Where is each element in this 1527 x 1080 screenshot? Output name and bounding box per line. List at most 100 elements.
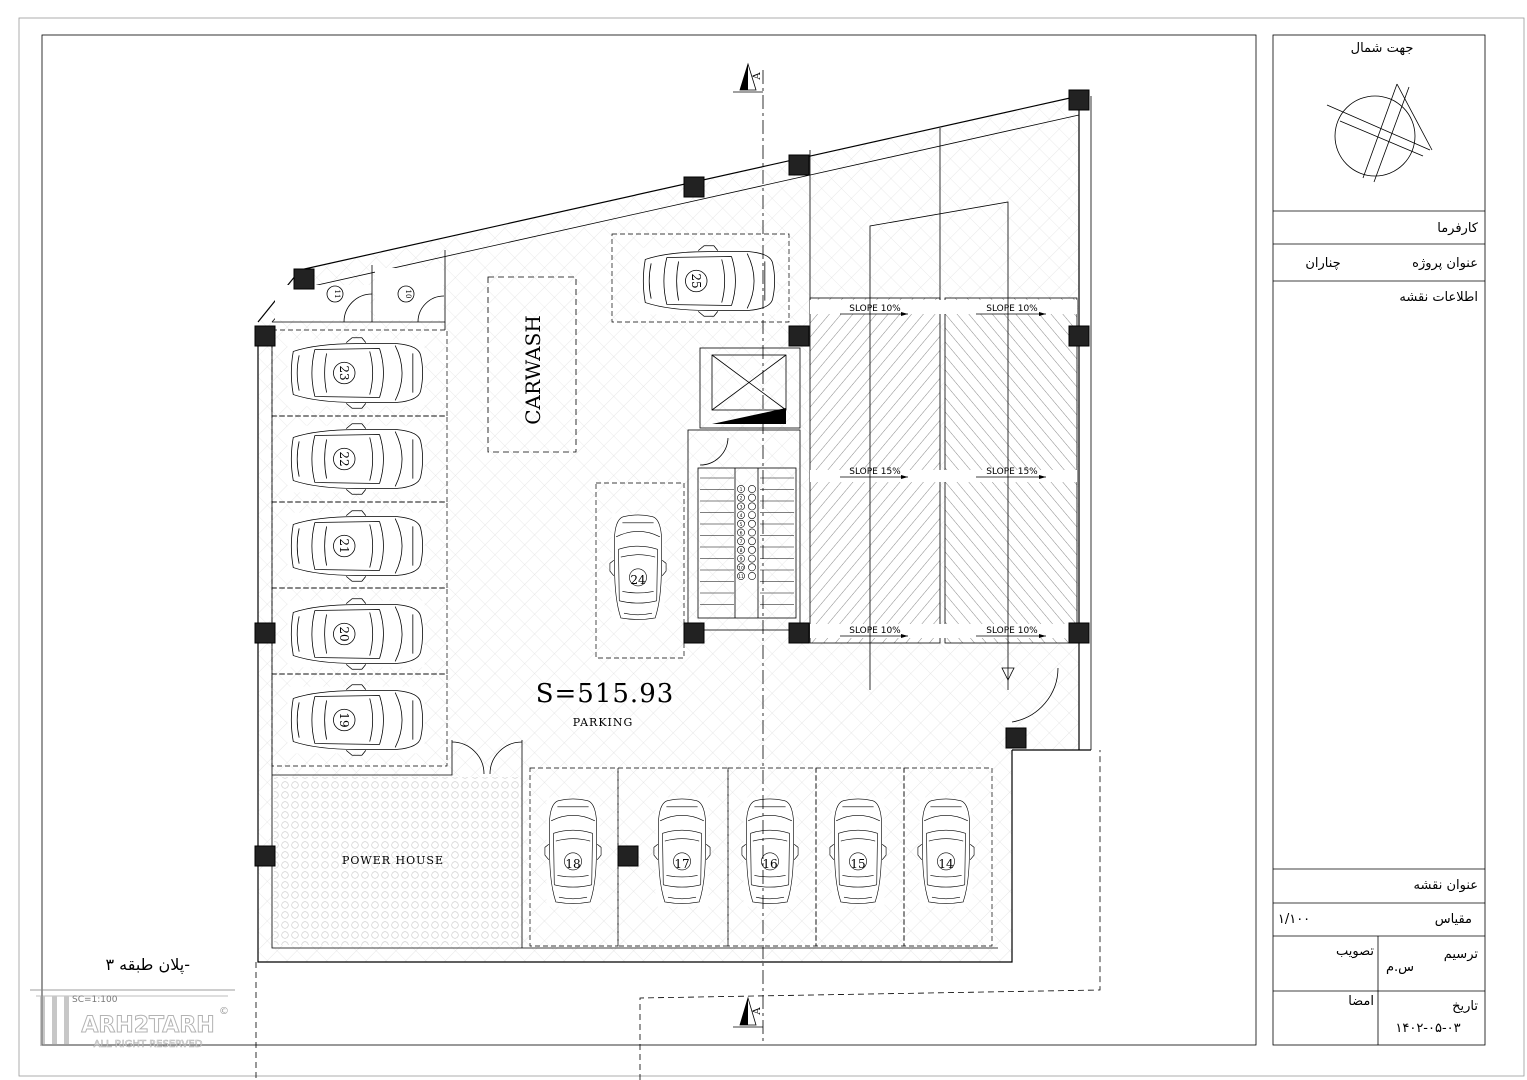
north-arrow-icon bbox=[1326, 83, 1433, 183]
project-label: عنوان پروژه bbox=[1412, 256, 1478, 271]
watermark-brand: ARH2TARH bbox=[81, 1013, 214, 1038]
map-info-label: اطلاعات نقشه bbox=[1399, 290, 1478, 305]
drawing-title-label: عنوان نقشه bbox=[1414, 878, 1478, 893]
slope-label: SLOPE 10% bbox=[986, 626, 1038, 636]
parking-bay bbox=[271, 501, 448, 589]
watermark-rights: ALL RIGHT RESERVED bbox=[94, 1039, 203, 1050]
structural-column bbox=[293, 268, 315, 290]
structural-column bbox=[683, 622, 705, 644]
power-house-label: POWER HOUSE bbox=[342, 854, 444, 867]
slope-label: SLOPE 10% bbox=[849, 304, 901, 314]
section-mark-bottom bbox=[733, 996, 763, 1028]
slope-label: SLOPE 10% bbox=[849, 626, 901, 636]
parking-bay bbox=[903, 767, 993, 947]
parking-space-number: 25 bbox=[689, 273, 703, 288]
section-mark-top-label: A bbox=[752, 72, 763, 81]
car-symbol bbox=[287, 684, 425, 756]
stair-step-number: 3 bbox=[740, 504, 743, 510]
date-label: تاریخ bbox=[1452, 999, 1478, 1014]
car-symbol bbox=[639, 245, 777, 317]
drawing-frame bbox=[41, 34, 1257, 1046]
title-block bbox=[1272, 34, 1486, 1046]
parking-space-number: 19 bbox=[337, 712, 351, 727]
section-mark-top bbox=[733, 62, 763, 93]
storage-number: 11 bbox=[333, 290, 341, 299]
car-symbol bbox=[917, 797, 975, 907]
stair-step-number: 7 bbox=[740, 539, 743, 545]
slope-label: SLOPE 10% bbox=[986, 304, 1038, 314]
plan-title: پلان طبقه ۳- bbox=[105, 955, 190, 975]
area-label: S=515.93 bbox=[536, 679, 675, 709]
stair-step-number: 5 bbox=[740, 522, 743, 528]
stair-step-number: 6 bbox=[740, 531, 743, 537]
parking-bay bbox=[271, 329, 448, 417]
stair-step-number: 2 bbox=[740, 496, 743, 502]
stair-step-number: 1 bbox=[740, 487, 743, 493]
parking-bay bbox=[611, 233, 790, 323]
structural-column bbox=[788, 154, 810, 176]
parking-space-number: 21 bbox=[337, 538, 351, 553]
parking-bay bbox=[271, 673, 448, 767]
structural-column bbox=[683, 176, 705, 198]
carwash-label: CARWASH bbox=[521, 315, 545, 425]
stair-step-number: 9 bbox=[740, 557, 743, 563]
car-symbol bbox=[609, 513, 667, 623]
outer-frame bbox=[18, 17, 1525, 1077]
power-house-floor bbox=[274, 777, 520, 945]
structural-column bbox=[1068, 325, 1090, 347]
scale-value: ۱/۱۰۰ bbox=[1278, 912, 1310, 927]
parking-space-number: 22 bbox=[337, 451, 351, 466]
plan-scale-note: SC=1:100 bbox=[72, 995, 118, 1005]
parking-space-number: 14 bbox=[938, 857, 954, 871]
structural-column bbox=[254, 845, 276, 867]
drawn-label: ترسیم bbox=[1444, 947, 1479, 962]
slope-label: SLOPE 15% bbox=[986, 467, 1038, 477]
stair-step-number: 8 bbox=[740, 548, 743, 554]
car-symbol bbox=[544, 797, 602, 907]
car-symbol bbox=[287, 337, 425, 409]
structural-column bbox=[254, 622, 276, 644]
watermark-logo bbox=[30, 989, 235, 1046]
stair-step-number: 11 bbox=[738, 574, 744, 580]
parking-bay bbox=[271, 587, 448, 675]
parking-space-number: 18 bbox=[565, 857, 580, 871]
parking-space-number: 15 bbox=[850, 857, 865, 871]
scale-label: مقیاس bbox=[1435, 912, 1472, 927]
car-symbol bbox=[829, 797, 887, 907]
parking-label: PARKING bbox=[573, 716, 634, 729]
structural-column bbox=[788, 622, 810, 644]
parking-space-number: 23 bbox=[337, 365, 351, 380]
car-symbol bbox=[287, 510, 425, 582]
car-symbol bbox=[653, 797, 711, 907]
stair-step-number: 4 bbox=[740, 513, 743, 519]
storage-number: 10 bbox=[404, 290, 412, 299]
sign-label: امضا bbox=[1348, 994, 1374, 1009]
slope-label: SLOPE 15% bbox=[849, 467, 901, 477]
structural-column bbox=[1068, 89, 1090, 111]
car-symbol bbox=[287, 423, 425, 495]
car-symbol bbox=[741, 797, 799, 907]
car-symbol bbox=[287, 598, 425, 670]
parking-space-number: 17 bbox=[674, 857, 689, 871]
parking-space-number: 20 bbox=[337, 626, 351, 641]
parking-space-number: 16 bbox=[762, 857, 777, 871]
section-mark-bottom-label: A bbox=[752, 1007, 763, 1016]
parking-bay bbox=[271, 415, 448, 503]
elevator-shaft bbox=[699, 347, 801, 429]
carwash-area bbox=[487, 276, 577, 453]
structural-column bbox=[254, 325, 276, 347]
north-label: جهت شمال bbox=[1351, 41, 1414, 56]
stair-step-number: 10 bbox=[738, 565, 744, 571]
project-value: چناران bbox=[1305, 256, 1340, 271]
date-value: ۱۴۰۲-۰۵-۰۳ bbox=[1395, 1021, 1460, 1036]
client-label: کارفرما bbox=[1437, 221, 1479, 236]
parking-bay bbox=[595, 482, 685, 659]
parking-space-number: 24 bbox=[630, 573, 646, 587]
structural-column bbox=[788, 325, 810, 347]
watermark-copyright: © bbox=[219, 1006, 229, 1017]
approved-label: تصویب bbox=[1336, 944, 1374, 959]
structural-column bbox=[1068, 622, 1090, 644]
structural-column bbox=[617, 845, 639, 867]
stair-core bbox=[687, 429, 801, 631]
